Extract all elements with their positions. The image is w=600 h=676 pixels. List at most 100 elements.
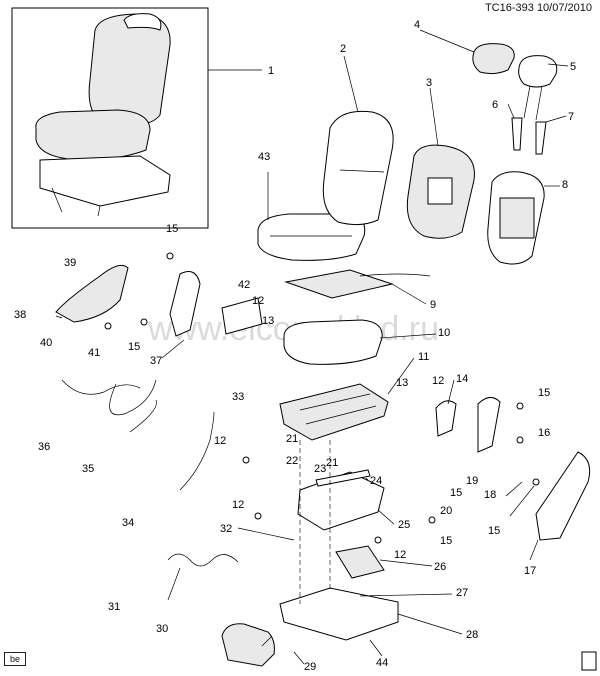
callout-39: 39 xyxy=(64,257,76,269)
callout-15-d: 15 xyxy=(450,487,462,499)
cable xyxy=(109,379,157,416)
callout-26: 26 xyxy=(434,561,446,573)
callout-9: 9 xyxy=(430,299,436,311)
headrest-post xyxy=(535,85,543,121)
callout-10: 10 xyxy=(438,327,450,339)
seat-lower-pan xyxy=(297,471,385,531)
leader-lines xyxy=(55,29,569,665)
callout-24: 24 xyxy=(370,475,382,487)
seat-back-pad xyxy=(322,110,394,226)
inset-seat-back xyxy=(88,13,171,126)
callout-1: 1 xyxy=(268,65,274,77)
cable xyxy=(61,379,141,395)
diagram-date: 10/07/2010 xyxy=(536,2,592,14)
seat-cushion xyxy=(283,319,383,365)
back-frame-panel xyxy=(427,177,453,205)
callout-7: 7 xyxy=(568,111,574,123)
callout-18: 18 xyxy=(484,489,496,501)
headrest xyxy=(472,43,515,75)
callout-33: 33 xyxy=(232,391,244,403)
callout-15-f: 15 xyxy=(488,525,500,537)
callout-15-c: 15 xyxy=(538,387,550,399)
inset-headrest-top xyxy=(123,13,162,31)
callout-13-b: 13 xyxy=(396,377,408,389)
headrest-guide xyxy=(511,117,523,151)
callout-29: 29 xyxy=(304,661,316,673)
seat-bracket xyxy=(169,271,201,337)
fasteners xyxy=(104,252,540,544)
recliner-bracket xyxy=(477,397,501,453)
callout-13-a: 13 xyxy=(262,315,274,327)
callout-40: 40 xyxy=(40,337,52,349)
seat-frame xyxy=(279,383,389,441)
inset-seat-view xyxy=(11,7,209,229)
callout-15-e: 15 xyxy=(440,535,452,547)
cable xyxy=(129,399,157,433)
callout-34: 34 xyxy=(122,517,134,529)
inset-seat-base xyxy=(39,155,171,207)
headrest-guide xyxy=(535,121,547,155)
heater-wire xyxy=(359,273,431,277)
callout-30: 30 xyxy=(156,623,168,635)
callout-25: 25 xyxy=(398,519,410,531)
outer-trim xyxy=(55,264,129,323)
callout-12-b: 12 xyxy=(432,375,444,387)
callout-8: 8 xyxy=(562,179,568,191)
seat-cushion-pad xyxy=(257,213,366,261)
callout-6: 6 xyxy=(492,99,498,111)
inset-leg-line xyxy=(97,205,101,217)
diagram-reference-header: TC16-393 10/07/2010 xyxy=(485,2,592,14)
logo-mark xyxy=(581,651,597,671)
callout-31: 31 xyxy=(108,601,120,613)
callout-22: 22 xyxy=(286,455,298,467)
callout-12-e: 12 xyxy=(394,549,406,561)
callout-15-a: 15 xyxy=(166,223,178,235)
callout-4: 4 xyxy=(414,19,420,31)
callout-37: 37 xyxy=(150,355,162,367)
seat-plate xyxy=(335,545,385,579)
recliner-bracket xyxy=(435,400,457,437)
callout-5: 5 xyxy=(570,61,576,73)
callout-16: 16 xyxy=(538,427,550,439)
callout-2: 2 xyxy=(340,43,346,55)
callout-12-d: 12 xyxy=(232,499,244,511)
callout-labels: 1 2 3 4 5 6 7 8 9 10 11 12 12 12 12 12 1… xyxy=(14,19,576,673)
inset-leg-line xyxy=(51,187,63,213)
callout-44: 44 xyxy=(376,657,388,669)
headrest-rear xyxy=(518,55,558,88)
callout-36: 36 xyxy=(38,441,50,453)
callout-43: 43 xyxy=(258,151,270,163)
inset-seat-cushion xyxy=(35,109,151,161)
headrest-post xyxy=(523,85,531,119)
side-pad xyxy=(221,297,263,335)
callout-27: 27 xyxy=(456,587,468,599)
seat-trim-cover xyxy=(221,623,275,667)
callout-21-a: 21 xyxy=(286,433,298,445)
callout-12-c: 12 xyxy=(214,435,226,447)
callout-42: 42 xyxy=(238,279,250,291)
frame-slats xyxy=(299,393,377,425)
back-panel-recess xyxy=(499,197,535,239)
callout-23: 23 xyxy=(314,463,326,475)
diagram-code: TC16-393 xyxy=(484,2,534,14)
cable xyxy=(179,411,215,491)
callout-12-a: 12 xyxy=(252,295,264,307)
diagram-badge: be xyxy=(4,652,26,666)
callout-21-b: 21 xyxy=(326,457,338,469)
callout-11: 11 xyxy=(418,351,429,363)
wiring-harness xyxy=(167,553,239,567)
callout-14: 14 xyxy=(456,373,468,385)
callout-17: 17 xyxy=(524,565,536,577)
callout-19: 19 xyxy=(466,475,478,487)
callout-32: 32 xyxy=(220,523,232,535)
callout-38: 38 xyxy=(14,309,26,321)
side-trim-panel xyxy=(535,451,591,541)
callout-28: 28 xyxy=(466,629,478,641)
callout-41: 41 xyxy=(88,347,100,359)
seat-back-seam xyxy=(339,169,385,173)
callout-15-b: 15 xyxy=(128,341,140,353)
seat-track-bar xyxy=(315,469,371,487)
seat-heater-pad xyxy=(284,269,394,299)
callout-3: 3 xyxy=(426,77,432,89)
